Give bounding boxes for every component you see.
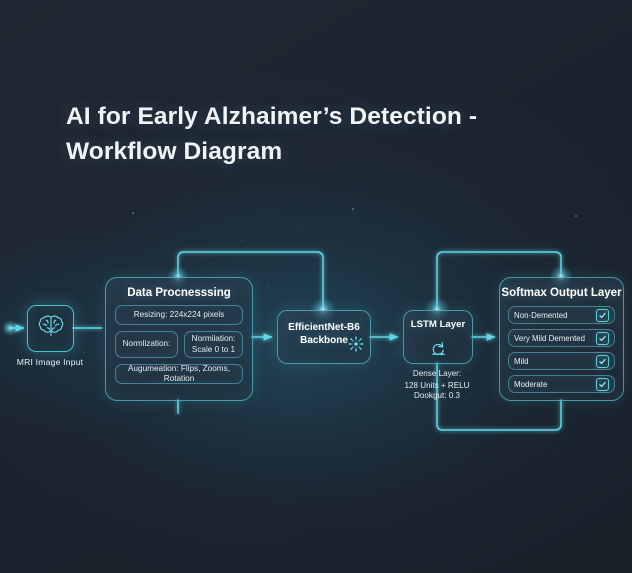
efficientnet-backbone-panel[interactable]: EfficientNet-B6 Backbone: [277, 310, 371, 364]
preprocessing-normalization-row: Normlization: Normilation: Scale 0 to 1: [115, 331, 243, 358]
preprocessing-item-normalization[interactable]: Normlization:: [115, 331, 178, 358]
lstm-layer-label: LSTM Layer: [410, 319, 466, 330]
softmax-class-label: Moderate: [514, 379, 548, 389]
softmax-class-label: Mild: [514, 356, 529, 366]
softmax-class-row[interactable]: Moderate: [508, 375, 615, 393]
efficientnet-backbone-label: EfficientNet-B6 Backbone: [288, 322, 360, 347]
softmax-output-panel[interactable]: Softmax Output Layer Non-Demented Very M…: [499, 277, 624, 401]
softmax-class-list: Non-Demented Very Mild Demented Mild Mod…: [508, 306, 615, 398]
recurrent-loop-icon: [404, 340, 472, 357]
preprocessing-item-resizing[interactable]: Resizing: 224x224 pixels: [115, 305, 243, 325]
brain-icon: [37, 313, 65, 344]
mri-image-input-label: MRI Image Input: [16, 357, 84, 367]
lstm-layer-panel[interactable]: LSTM Layer: [403, 310, 473, 364]
checkbox-checked-icon[interactable]: [596, 354, 609, 368]
neural-burst-icon: [348, 336, 364, 357]
dense-layer-label: Dense Layer: 128 Units + RELU: [404, 369, 470, 390]
preprocessing-item-augmentation[interactable]: Augumeation: Flips, Zooms, Rotation: [115, 364, 243, 384]
softmax-output-title: Softmax Output Layer: [501, 287, 622, 299]
input-glow: [2, 320, 18, 336]
softmax-class-row[interactable]: Non-Demented: [508, 306, 615, 324]
page-title-line-1: AI for Early Alzhaimer’s Detection -: [66, 103, 478, 130]
page-title: AI for Early Alzhaimer’s Detection - Wor…: [66, 100, 536, 170]
page-title-line-2: Workflow Diagram: [66, 137, 283, 165]
dropout-label: Dookgut: 0.3: [414, 391, 460, 400]
data-preprocessing-items: Resizing: 224x224 pixels Normlization: N…: [115, 305, 243, 384]
data-preprocessing-panel[interactable]: Data Procnesssing Resizing: 224x224 pixe…: [105, 277, 253, 401]
data-preprocessing-title: Data Procnesssing: [127, 287, 231, 299]
softmax-class-row[interactable]: Very Mild Demented: [508, 329, 615, 347]
softmax-class-row[interactable]: Mild: [508, 352, 615, 370]
softmax-class-label: Non-Demented: [514, 310, 568, 320]
mri-image-input-node[interactable]: [27, 305, 74, 352]
softmax-class-label: Very Mild Demented: [514, 333, 586, 343]
checkbox-checked-icon[interactable]: [596, 308, 609, 322]
checkbox-checked-icon[interactable]: [596, 331, 609, 345]
preprocessing-item-normalization-scale[interactable]: Normilation: Scale 0 to 1: [184, 331, 243, 358]
checkbox-checked-icon[interactable]: [596, 377, 609, 391]
